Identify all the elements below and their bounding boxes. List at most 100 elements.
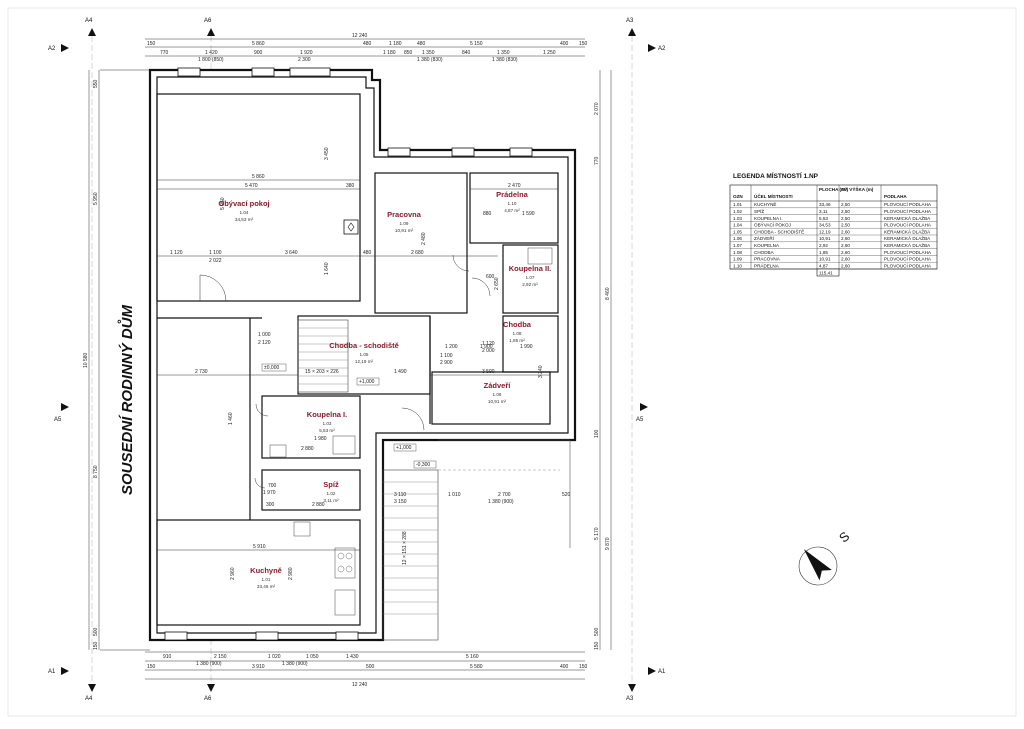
legend-cell: KOUPELNA <box>754 243 780 248</box>
room-4-code: 1.07 <box>526 275 535 280</box>
dim-left-1: 550 <box>93 79 99 88</box>
dim-top2-8: 840 <box>462 50 471 56</box>
room-6-area: 12,19 m² <box>355 359 374 364</box>
legend-cell: CHODBA - SCHODIŠTĚ <box>754 227 804 234</box>
dim-inner-3: 1 120 <box>170 250 183 256</box>
dim-top2-6: 850 <box>404 50 413 56</box>
dim-inner-5: 2 022 <box>209 258 222 264</box>
mark-a4-bottom: A4 <box>85 696 93 702</box>
dim-bot2-5: 400 <box>560 664 569 670</box>
room-6-name: Chodba - schodiště <box>329 341 399 350</box>
doors <box>199 254 491 489</box>
legend-head-ozn: OZN <box>733 194 743 199</box>
level-1: ±0,000 <box>264 365 279 371</box>
dim-inner-23: 3 590 <box>482 369 495 375</box>
dim-left-5: 500 <box>93 627 99 636</box>
legend-cell: 10,91 <box>819 257 831 262</box>
dim-inner-47: 520 <box>562 492 571 498</box>
dim-top2-2: 1 420 <box>205 50 218 56</box>
room-5-area: 1,85 m² <box>509 338 525 343</box>
legend-cell: PLOVOUCÍ PODLAHA <box>884 249 932 255</box>
mark-a3-bottom: A3 <box>626 696 634 702</box>
legend-cell: 2,60 <box>841 243 850 248</box>
legend-cell: 2,60 <box>841 257 850 262</box>
dim-top2-1: 770 <box>160 50 169 56</box>
legend-cell: 33,46 <box>819 202 831 207</box>
dim-top2-sub-4: 1 380 (830) <box>492 57 518 63</box>
dim-inner-45: 880 <box>483 211 492 217</box>
dim-top-8: 150 <box>579 41 588 47</box>
dim-top-2: 5 860 <box>252 41 265 47</box>
north-label: S <box>836 528 853 545</box>
dim-inner-38: 3 110 <box>394 492 406 498</box>
dim-inner-41: 1 460 <box>228 412 234 425</box>
inner-dims <box>157 179 558 551</box>
dim-bot-6: 5 160 <box>466 654 479 660</box>
room-5-name: Chodba <box>503 320 532 329</box>
dim-right-3: 8 460 <box>605 287 611 300</box>
level-2: +1,000 <box>359 379 375 385</box>
dim-bot2-2: 3 910 <box>252 664 265 670</box>
dim-top2-sub-1: 1 800 (850) <box>198 57 224 63</box>
dim-right-6: 9 870 <box>605 537 611 550</box>
room-labels: Obývací pokoj 1.04 34,53 m² Pracovna 1.0… <box>218 190 551 589</box>
dim-inner-30: 1 380 (900) <box>488 499 514 505</box>
section-marks: A2 A2 A5 A5 A1 A1 A4 A6 A3 A4 A6 A3 <box>48 18 666 702</box>
legend-cell: 1.07 <box>733 243 742 248</box>
dim-left-2: 5 950 <box>93 192 99 205</box>
room-3-code: 1.10 <box>508 201 517 206</box>
room-9-name: Spíž <box>323 480 339 489</box>
dim-top-5: 480 <box>417 41 426 47</box>
legend-cell: CHODBA <box>754 250 775 255</box>
legend-cell: 1.05 <box>733 229 742 234</box>
walls <box>148 67 577 642</box>
legend-cell: 1,85 <box>819 250 828 255</box>
mark-a3-top: A3 <box>626 18 634 24</box>
legend-cell: 1.08 <box>733 250 742 255</box>
legend-cell: 1.01 <box>733 202 742 207</box>
legend-cell: 1.04 <box>733 223 742 228</box>
room-2-code: 1.09 <box>400 221 409 226</box>
dim-inner-35: 2 880 <box>301 446 314 452</box>
legend-cell: KERAMICKÁ DLAŽBA <box>884 234 931 241</box>
dim-bot-4: 1 050 <box>306 654 319 660</box>
dim-top2-7: 1 350 <box>422 50 435 56</box>
neighbor-house-label: SOUSEDNÍ RODINNÝ DŮM <box>117 304 136 495</box>
dim-top-6: 5 150 <box>470 41 483 47</box>
legend-cell: PLOVOUCÍ PODLAHA <box>884 208 932 214</box>
dim-inner-16: 2 730 <box>195 369 208 375</box>
dim-inner-29: 2 700 <box>498 492 511 498</box>
legend-cell: 2,60 <box>841 250 850 255</box>
dimension-lines <box>88 38 612 680</box>
dim-right-8: 150 <box>594 641 600 650</box>
dim-inner-40: 1 010 <box>448 492 461 498</box>
dim-right-1: 2 070 <box>594 102 600 115</box>
dim-inner-19: 1 200 <box>445 344 458 350</box>
legend-title: LEGENDA MÍSTNOSTÍ 1.NP <box>733 171 819 180</box>
room-10-name: Kuchyně <box>250 566 282 575</box>
room-7-name: Zádveří <box>484 381 512 390</box>
dim-inner-2: 5 470 <box>245 183 258 189</box>
sheet-frame <box>7 7 1017 717</box>
mark-a1-right: A1 <box>658 669 666 675</box>
dim-top-1: 150 <box>147 41 156 47</box>
dim-bot2-3: 500 <box>366 664 375 670</box>
room-6-code: 1.05 <box>360 352 369 357</box>
dim-left-6: 150 <box>93 641 99 650</box>
stair-label-outer: 12 × 151 × 288 <box>402 531 408 565</box>
dim-bot-total: 12 240 <box>352 682 368 688</box>
kitchen-fixtures <box>269 247 553 616</box>
dim-inner-26: 5 910 <box>253 544 266 550</box>
mark-a4-top: A4 <box>85 18 93 24</box>
room-2-name: Pracovna <box>387 210 422 219</box>
legend-cell: PLOVOUCÍ PODLAHA <box>884 262 932 268</box>
mark-a5-right: A5 <box>636 417 644 423</box>
stair-label-inner: 15 × 203 × 226 <box>305 369 339 375</box>
dim-bot-sub-2: 1 380 (900) <box>282 661 308 667</box>
room-9-area: 3,11 m² <box>323 498 339 503</box>
legend-cell: PLOVOUCÍ PODLAHA <box>884 256 932 262</box>
dim-bot-1: 910 <box>163 654 172 660</box>
dim-inner-36: 1 980 <box>314 436 327 442</box>
room-4-area: 2,92 m² <box>522 282 538 287</box>
